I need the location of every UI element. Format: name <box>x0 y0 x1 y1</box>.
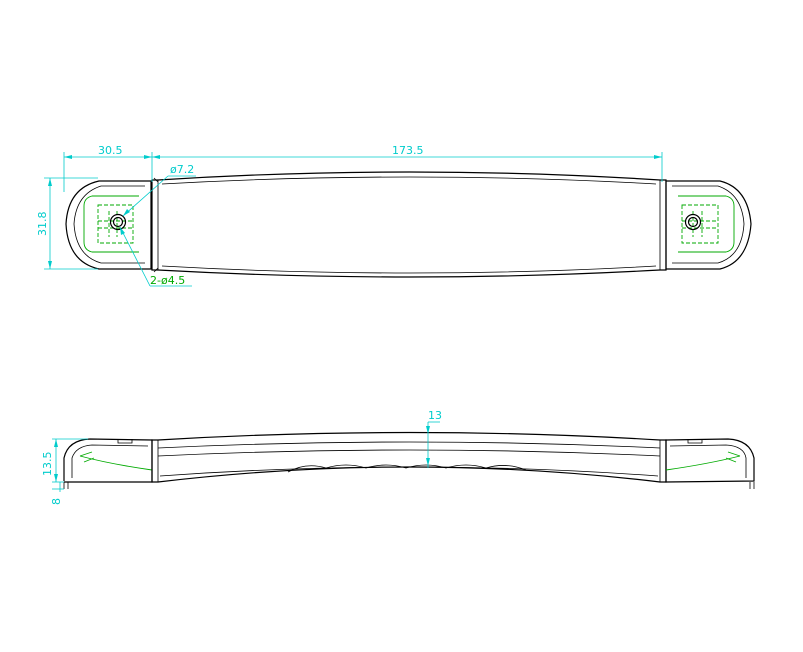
dim-label-grip-height: 13 <box>428 409 442 422</box>
dim-label-height-top: 31.8 <box>36 212 49 237</box>
right-end-cap <box>665 180 752 270</box>
dim-label-end-length: 30.5 <box>98 144 123 157</box>
dim-label-body-length: 173.5 <box>392 144 424 157</box>
dimension-end-length: 30.5 <box>63 144 153 192</box>
dim-label-height-side: 13.5 <box>41 452 54 477</box>
right-mounting-hole <box>684 213 702 231</box>
leader-counterbore: ø7.2 <box>122 163 196 217</box>
right-cap-side <box>665 438 755 489</box>
dimension-height-top: 31.8 <box>36 177 98 270</box>
grip-body-side <box>151 431 667 483</box>
leader-through-hole: 2-ø4.5 <box>119 226 192 287</box>
dimension-grip-height: 13 <box>426 409 442 468</box>
dim-label-through-hole: 2-ø4.5 <box>150 274 185 287</box>
side-view: 13.5 8 13 <box>41 409 755 505</box>
left-mounting-hole <box>109 213 127 231</box>
top-view: 30.5 173.5 31.8 ø7.2 <box>36 144 752 287</box>
grip-body <box>151 171 667 278</box>
dimension-foot-height: 8 <box>50 482 64 505</box>
dimension-body-length: 173.5 <box>152 144 663 182</box>
dim-label-foot-height: 8 <box>50 498 63 505</box>
dimension-height-side: 13.5 <box>41 438 88 483</box>
dim-label-counterbore: ø7.2 <box>170 163 194 176</box>
left-cap-side <box>63 438 153 489</box>
left-end-cap <box>65 180 152 270</box>
